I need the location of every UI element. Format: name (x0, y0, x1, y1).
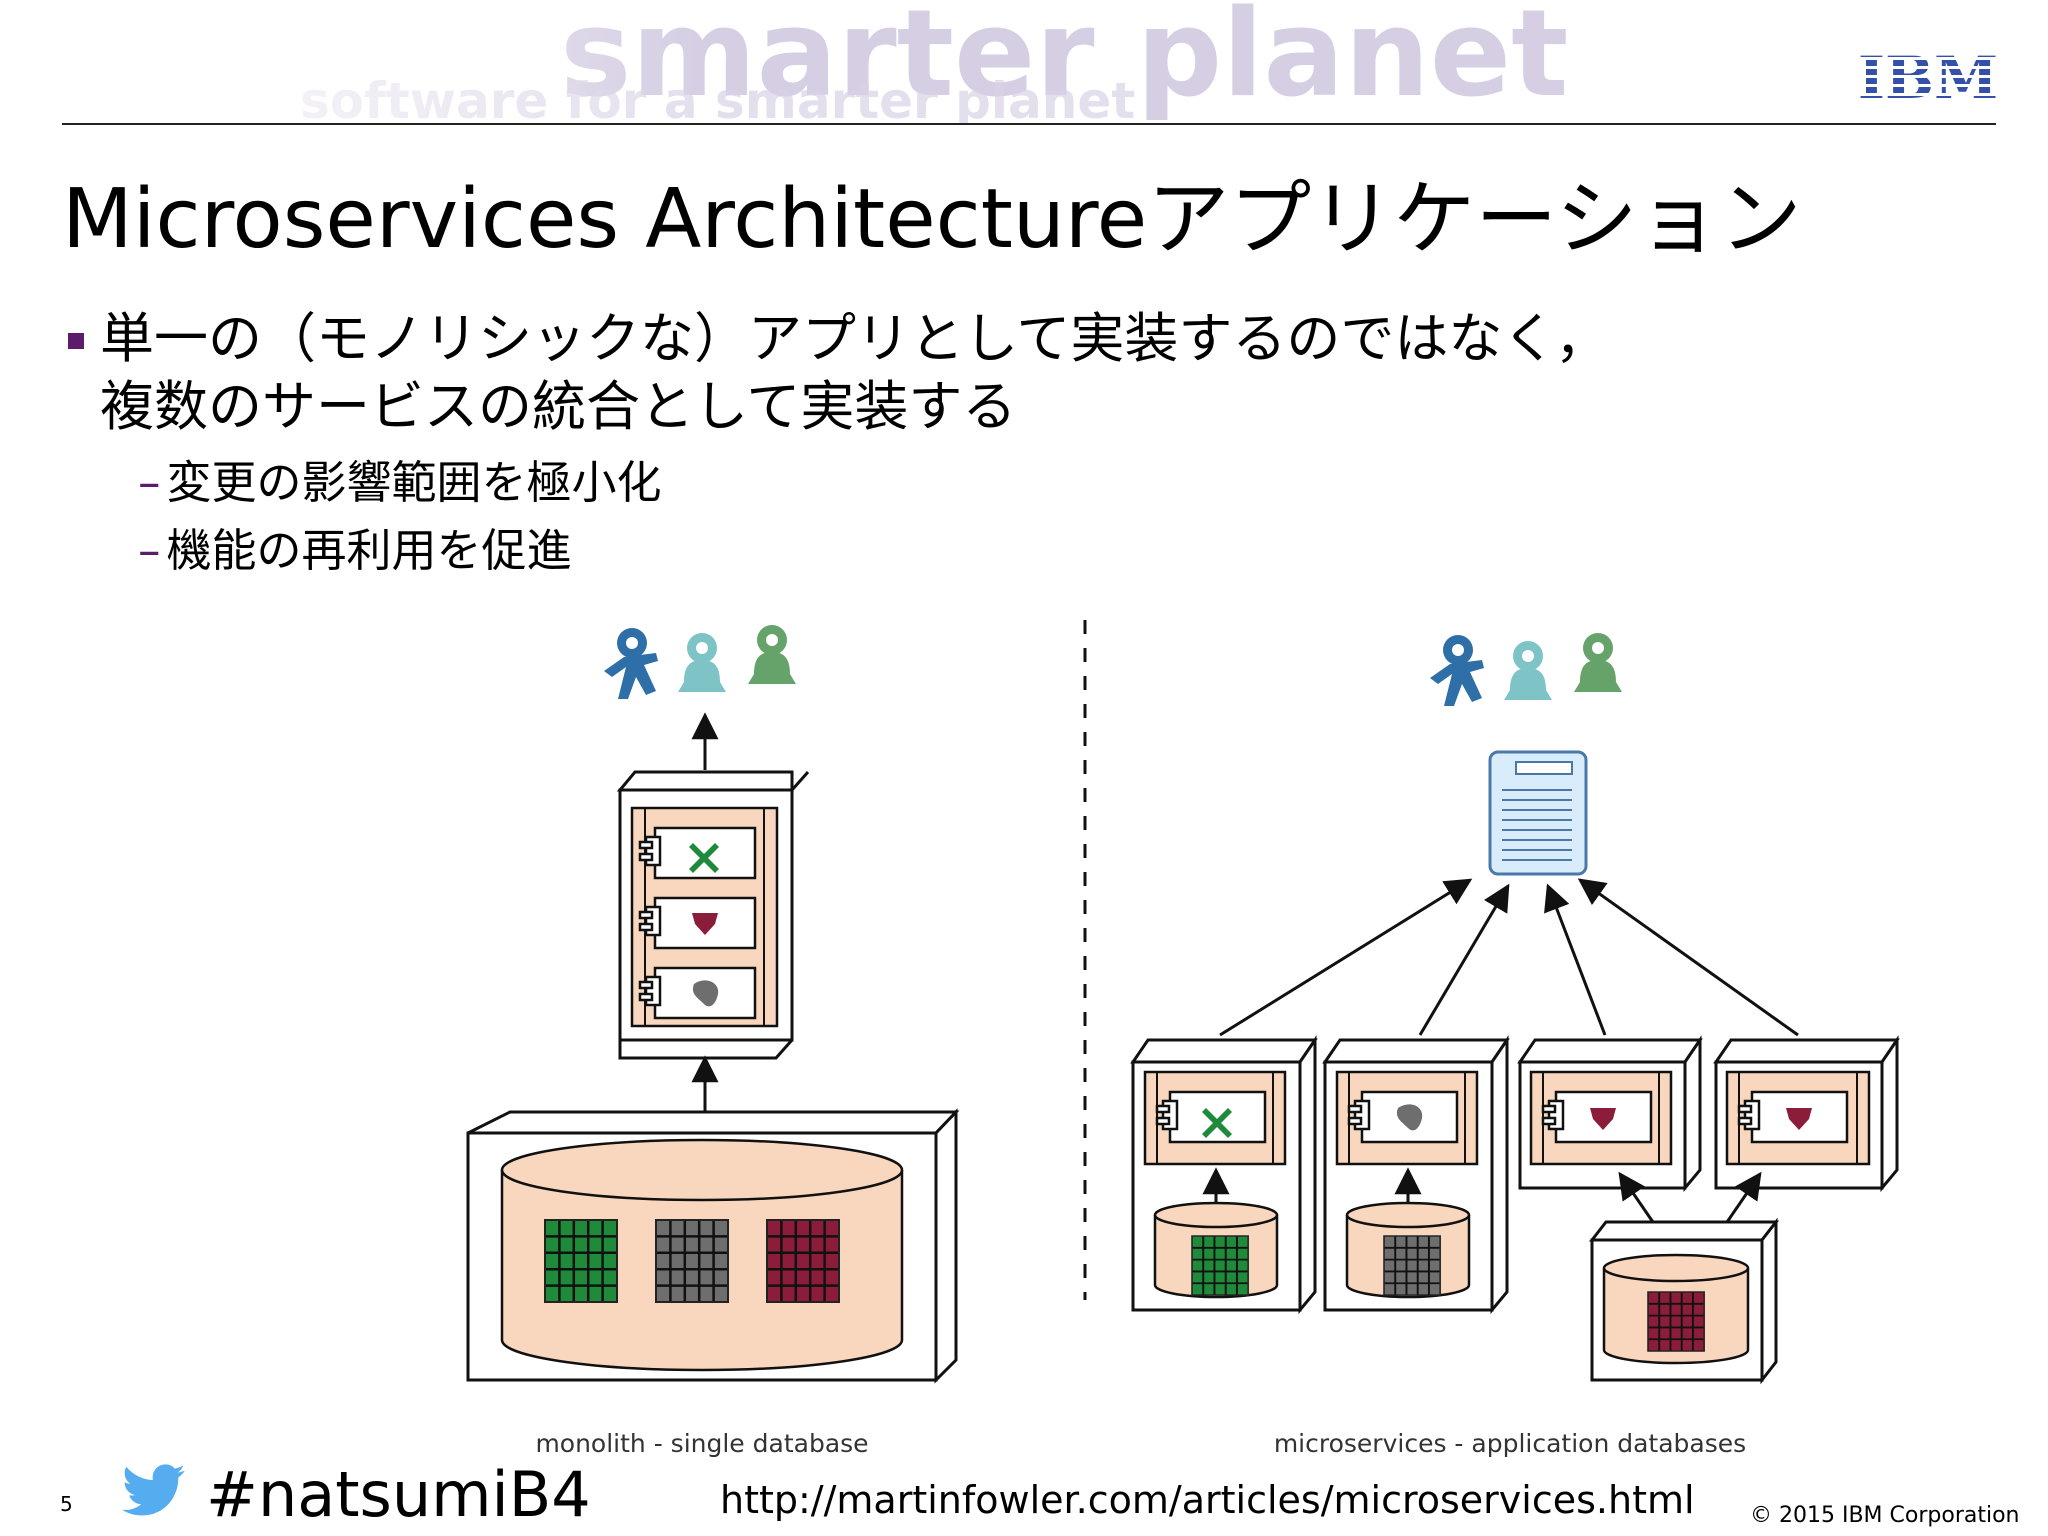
service-arrows (1219, 878, 1799, 1037)
twitter-bird-icon (122, 1464, 185, 1516)
sub-bullet-dash: – (138, 456, 161, 509)
bullet-square (68, 333, 84, 349)
monolith-app-box (616, 770, 810, 1060)
header-rule (62, 123, 1996, 125)
gray-blob-icon (692, 980, 719, 1007)
heart-icon (1786, 1108, 1812, 1130)
sub-bullet-text: 機能の再利用を促進 (166, 524, 572, 577)
bullet-line-2: 複数のサービスの統合として実装する (100, 375, 1017, 438)
service-box-crimson-1 (1517, 1035, 1703, 1193)
ibm-logo: IBM (1858, 48, 1998, 108)
sub-bullet-text: 変更の影響範囲を極小化 (166, 456, 662, 509)
user-green-icon (748, 625, 796, 684)
hashtag: #natsumiB4 (206, 1458, 591, 1531)
architecture-diagram: monolith - single database (466, 620, 1900, 1458)
gray-data-grid (654, 1218, 730, 1304)
bullet-text: 単一の（モノリシックな）アプリとして実装するのではなく， 複数のサービスの統合と… (100, 305, 1609, 441)
ui-page-icon (1488, 750, 1588, 876)
bullet-line-1: 単一の（モノリシックな）アプリとして実装するのではなく， (100, 307, 1609, 370)
service-box-green (1130, 1035, 1318, 1315)
green-data-grid (1191, 1235, 1250, 1297)
green-x-icon (1202, 1108, 1232, 1138)
sub-bullet-dash: – (138, 524, 161, 577)
right-caption: microservices - application databases (1274, 1429, 1746, 1458)
heart-icon (1590, 1108, 1616, 1130)
monolith-database-box (466, 1108, 960, 1384)
shared-database-box (1588, 1171, 1780, 1385)
user-teal-icon (1504, 641, 1552, 700)
green-x-icon (689, 843, 719, 873)
user-green-icon (1574, 633, 1622, 692)
banner-watermark: smarter planet (560, 0, 1569, 124)
copyright: © 2015 IBM Corporation (1750, 1503, 2020, 1528)
crimson-data-grid (765, 1218, 841, 1304)
service-box-crimson-2 (1713, 1035, 1900, 1193)
heart-icon (692, 913, 718, 935)
page-number: 5 (60, 1492, 73, 1516)
green-data-grid (543, 1218, 619, 1304)
source-url[interactable]: http://martinfowler.com/articles/microse… (720, 1478, 1695, 1522)
user-teal-icon (678, 633, 726, 692)
user-blue-icon (1430, 635, 1484, 706)
slide-title: Microservices Architectureアプリケーション (62, 172, 1802, 267)
gray-blob-icon (1396, 1104, 1423, 1131)
sub-bullet: –機能の再利用を促進 (138, 522, 572, 580)
monolith-users (604, 625, 796, 699)
sub-bullet: –変更の影響範囲を極小化 (138, 454, 662, 512)
service-box-gray (1322, 1035, 1510, 1315)
user-blue-icon (604, 628, 658, 699)
microservices-users (1430, 633, 1622, 706)
gray-data-grid (1383, 1235, 1442, 1297)
header-banner: smarter planet software for a smarter pl… (0, 0, 1569, 125)
left-caption: monolith - single database (535, 1429, 868, 1458)
crimson-data-grid (1647, 1291, 1706, 1353)
